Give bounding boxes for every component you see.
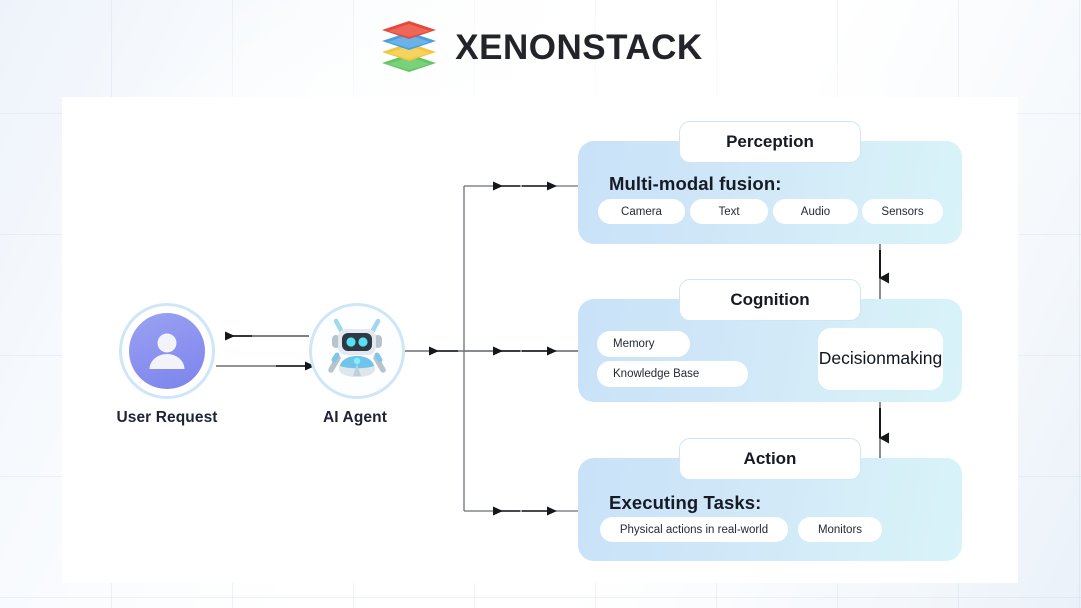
pill-physical-actions[interactable]: Physical actions in real-world: [600, 517, 788, 542]
panel-perception-title: Multi-modal fusion:: [609, 173, 782, 194]
node-ai-agent[interactable]: [309, 303, 405, 399]
decision-making-box[interactable]: Decision making: [818, 328, 943, 390]
node-ai-agent-label: AI Agent: [323, 409, 387, 426]
brand-name: XENONSTACK: [455, 27, 703, 67]
panel-cognition-header[interactable]: Cognition: [679, 279, 861, 321]
pill-knowledge-base[interactable]: Knowledge Base: [597, 361, 748, 387]
decision-making-line2: making: [885, 348, 943, 369]
stacked-layers-logo-icon: [378, 18, 440, 76]
pill-audio[interactable]: Audio: [773, 199, 858, 224]
brand-header: XENONSTACK: [0, 18, 1081, 76]
node-user-request-label: User Request: [116, 409, 218, 426]
robot-icon: [324, 316, 390, 387]
panel-action-title: Executing Tasks:: [609, 492, 762, 513]
panel-action-header[interactable]: Action: [679, 438, 861, 480]
decision-making-line1: Decision: [818, 348, 886, 369]
pill-sensors[interactable]: Sensors: [862, 199, 943, 224]
pill-camera[interactable]: Camera: [598, 199, 685, 224]
node-user-request[interactable]: [119, 303, 215, 399]
pill-text[interactable]: Text: [690, 199, 768, 224]
user-avatar-icon: [129, 313, 205, 389]
pill-memory[interactable]: Memory: [597, 331, 690, 357]
panel-perception-header[interactable]: Perception: [679, 121, 861, 163]
pill-monitors[interactable]: Monitors: [798, 517, 882, 542]
